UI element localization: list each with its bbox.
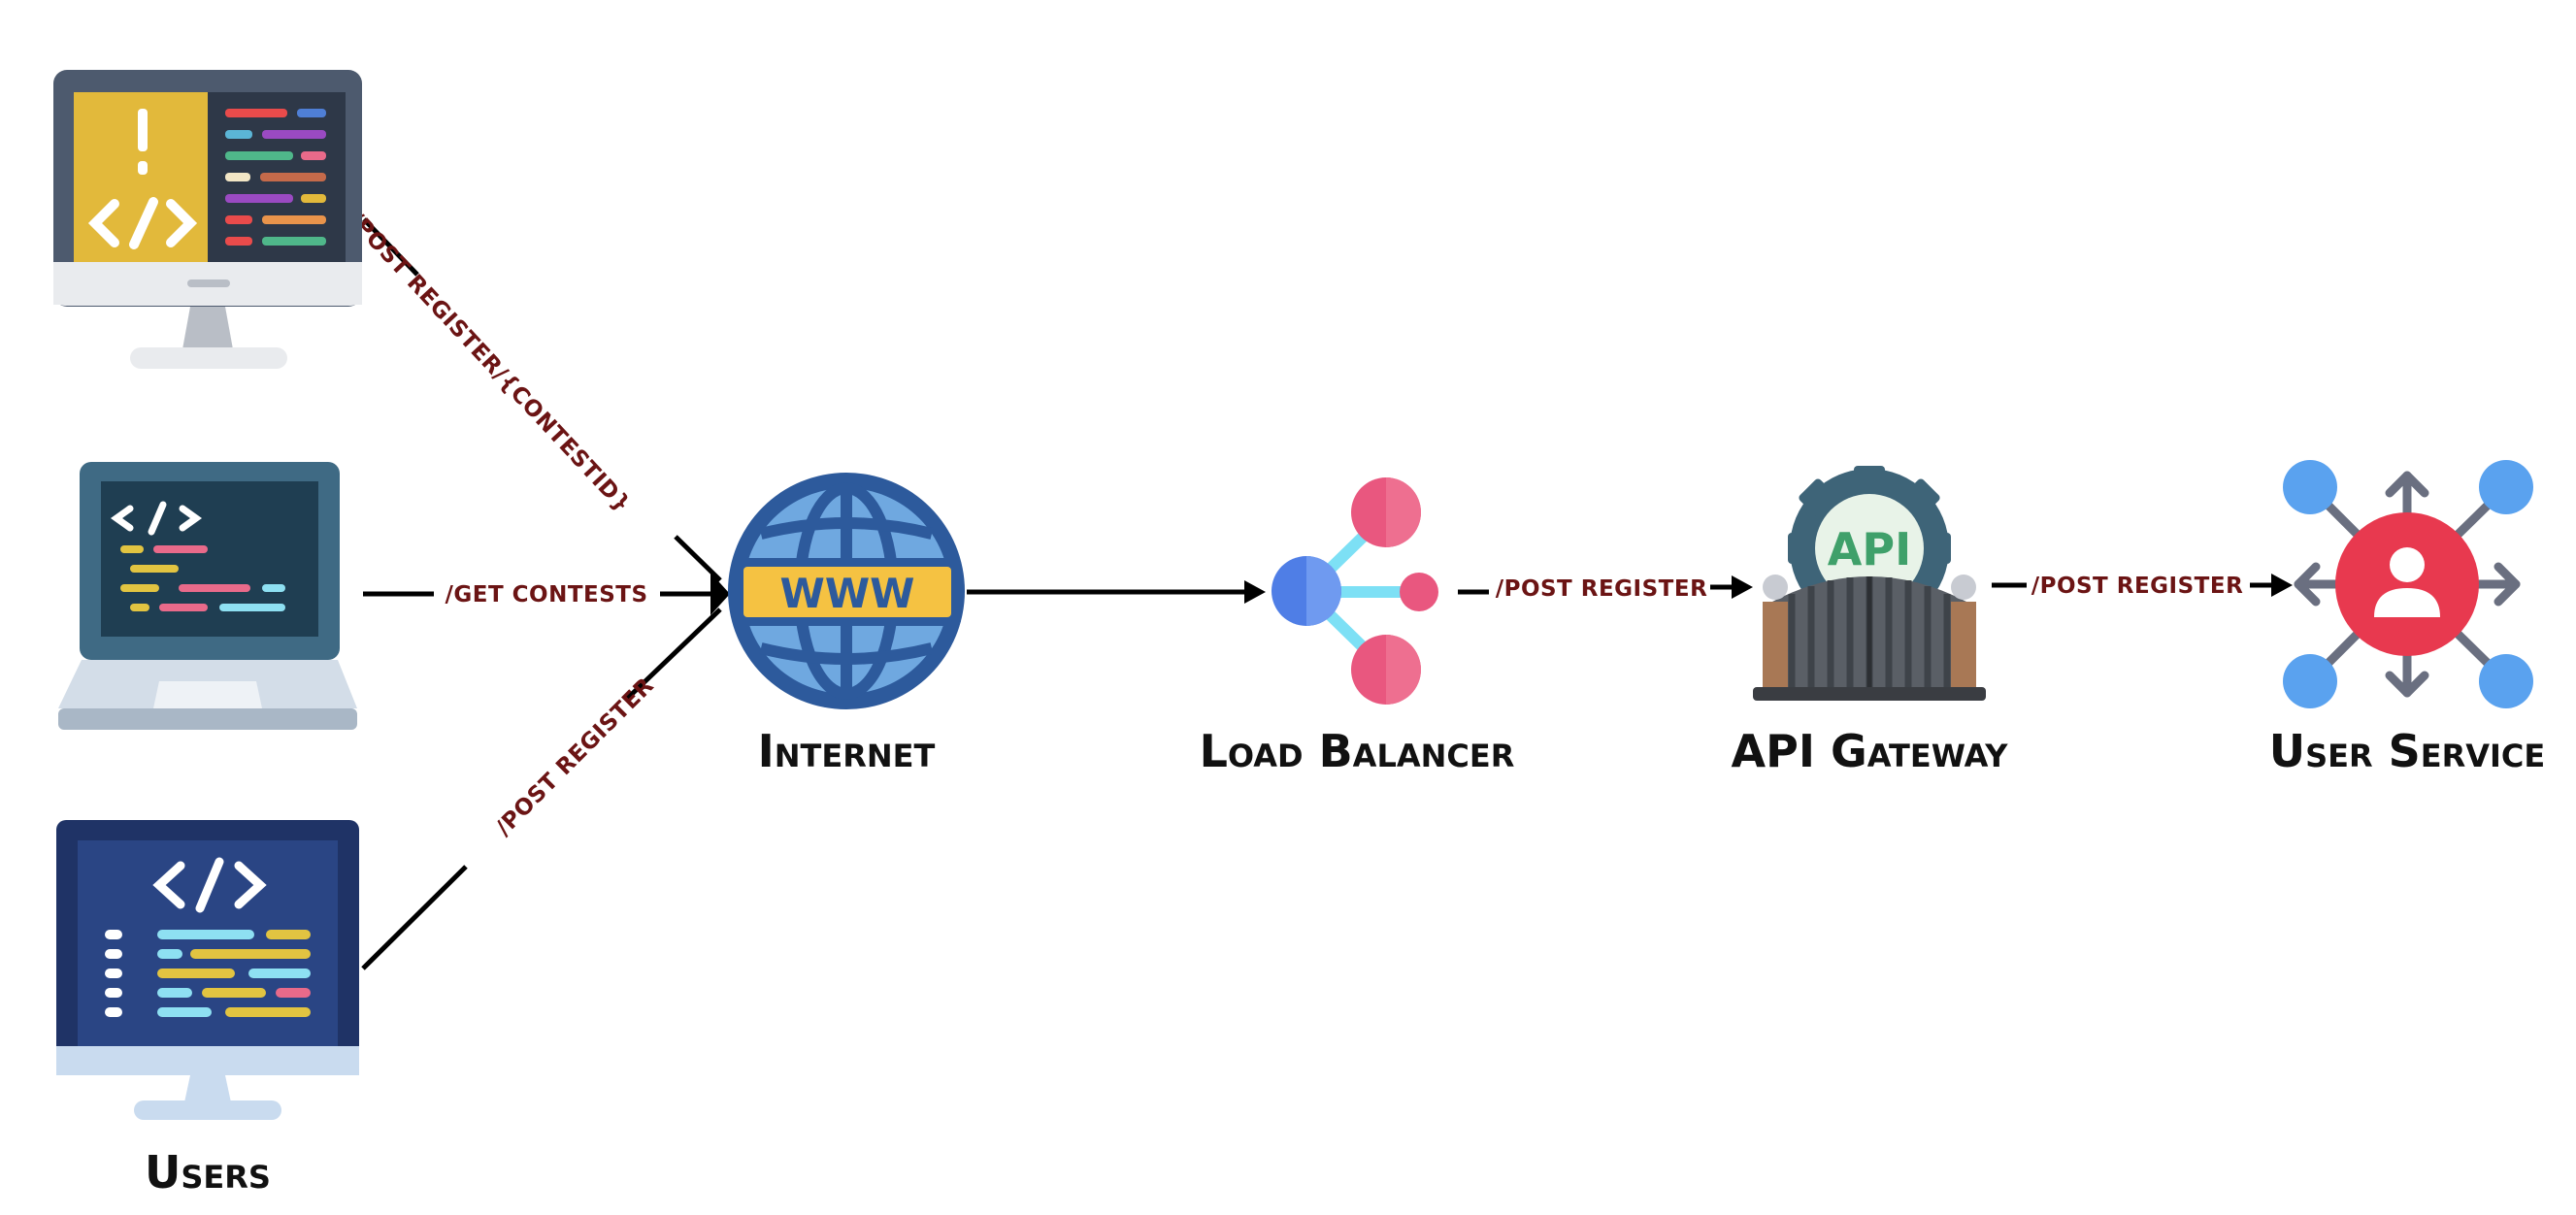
arrowhead-lb <box>1244 580 1266 604</box>
edge-monitor-internet-a <box>361 865 468 970</box>
edge-label-gateway-service: /POST REGISTER <box>2031 574 2244 599</box>
arrowhead-gateway <box>1732 575 1753 599</box>
globe-www-icon: WWW <box>728 473 965 709</box>
edge-desktop-internet-a <box>362 217 419 277</box>
node-label-internet: Internet <box>758 725 936 777</box>
node-label-users: Users <box>145 1146 271 1199</box>
svg-text:WWW: WWW <box>780 570 915 617</box>
edges <box>361 217 2293 970</box>
node-label-load-balancer: Load Balancer <box>1200 725 1515 777</box>
load-balancer-icon <box>1271 477 1438 705</box>
edge-monitor-internet-b <box>625 608 722 701</box>
edge-label-monitor-internet: /POST REGISTER <box>491 673 659 840</box>
user-network-icon <box>2283 460 2533 708</box>
edge-desktop-internet-b <box>674 535 722 582</box>
api-gate-icon: API <box>1753 466 1986 701</box>
edge-label-lb-gateway: /POST REGISTER <box>1496 576 1708 602</box>
code-monitor-icon <box>56 820 359 1120</box>
svg-text:API: API <box>1828 523 1911 575</box>
node-label-api-gateway: API Gateway <box>1732 725 2009 777</box>
converge-arrowhead <box>710 573 730 615</box>
laptop-code-icon <box>58 462 357 730</box>
arrowhead-service <box>2271 574 2293 597</box>
computer-monitor-icon <box>53 70 362 369</box>
edge-label-laptop-internet: /GET CONTESTS <box>445 582 647 608</box>
node-label-user-service: User Service <box>2269 725 2546 777</box>
edge-label-desktop-internet: /POST REGISTER/{CONTESTID} <box>344 208 636 518</box>
